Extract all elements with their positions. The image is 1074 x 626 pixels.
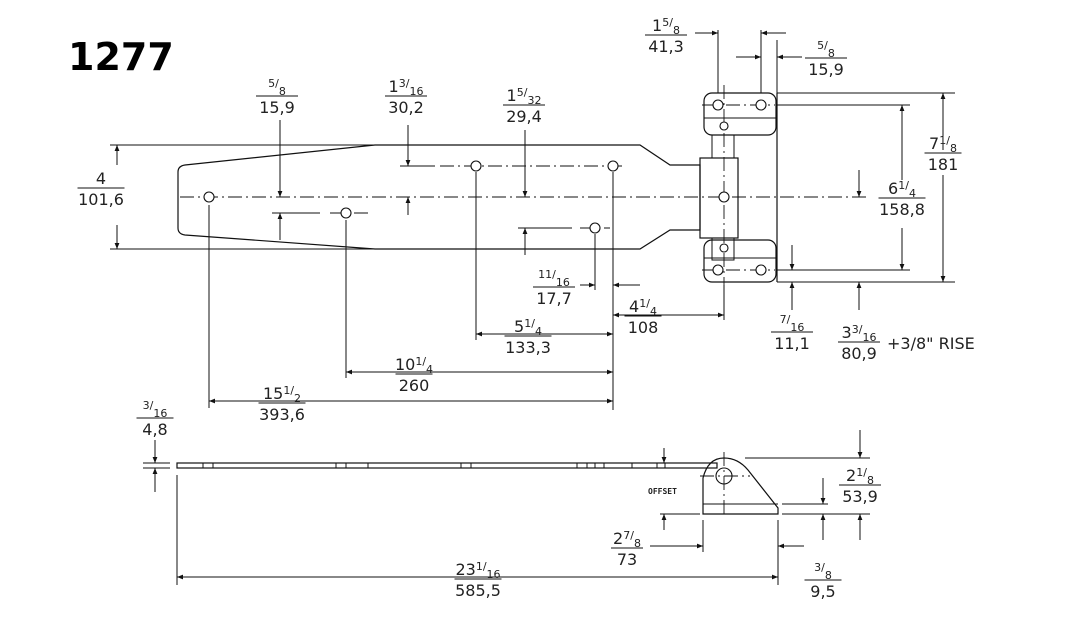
mm-value: 17,7 bbox=[536, 289, 572, 308]
inch-value: 3/8 bbox=[814, 561, 832, 582]
dim-label-mount-hole-right: 5/815,9 bbox=[805, 39, 847, 79]
mm-value: 53,9 bbox=[842, 487, 878, 506]
hole bbox=[712, 99, 724, 111]
strap-top-view bbox=[177, 92, 778, 283]
dim-label-side-height: 21/853,9 bbox=[839, 466, 881, 506]
extension-lines bbox=[110, 30, 955, 410]
hole bbox=[203, 191, 215, 203]
rise-note: +3/8" RISE bbox=[887, 334, 975, 353]
mm-value: 4,8 bbox=[142, 420, 167, 439]
mm-value: 30,2 bbox=[388, 98, 424, 117]
mm-value: 158,8 bbox=[879, 200, 925, 219]
mm-value: 11,1 bbox=[774, 334, 810, 353]
inch-value: 61/4 bbox=[888, 179, 916, 200]
mm-value: 73 bbox=[617, 550, 637, 569]
inch-value: 3/16 bbox=[143, 399, 168, 420]
inch-value: 231/16 bbox=[455, 560, 500, 581]
pivot-hole bbox=[718, 191, 730, 203]
mm-value: 108 bbox=[628, 318, 659, 337]
dim-label-side-base: 27/873 bbox=[611, 529, 643, 569]
mm-value: 41,3 bbox=[648, 37, 684, 56]
inch-value: 27/8 bbox=[613, 529, 641, 550]
mm-value: 9,5 bbox=[810, 582, 835, 601]
side-dimension-lines bbox=[143, 430, 870, 585]
inch-value: 33/16 bbox=[842, 323, 877, 344]
mm-value: 585,5 bbox=[455, 581, 501, 600]
inch-value: 11/16 bbox=[538, 268, 570, 289]
mm-value: 133,3 bbox=[505, 338, 551, 357]
inch-value: 21/8 bbox=[846, 466, 874, 487]
inch-value: 15/32 bbox=[507, 86, 542, 107]
mm-value: 260 bbox=[399, 376, 430, 395]
dim-label-thickness: 3/164,8 bbox=[136, 399, 174, 439]
hole bbox=[607, 160, 619, 172]
hole bbox=[470, 160, 482, 172]
dim-label-strap-width: 4 101,6 bbox=[77, 169, 125, 209]
hole bbox=[712, 264, 724, 276]
inch-value: 71/8 bbox=[929, 134, 957, 155]
mm-value: 101,6 bbox=[78, 190, 124, 209]
pin bbox=[719, 243, 729, 253]
pin bbox=[719, 121, 729, 131]
dim-label-side-step: 3/89,5 bbox=[804, 561, 842, 601]
mm-value: 393,6 bbox=[259, 405, 305, 424]
dimension-arrows bbox=[114, 30, 946, 404]
dim-label-holes-top: 5/815,9 bbox=[256, 77, 298, 117]
mounting-holes bbox=[203, 99, 767, 276]
mm-value: 181 bbox=[928, 155, 959, 174]
hole bbox=[755, 264, 767, 276]
hole bbox=[755, 99, 767, 111]
inch-value: 15/8 bbox=[652, 16, 680, 37]
strap-side-view bbox=[176, 452, 779, 518]
inch-value: 5/8 bbox=[268, 77, 286, 98]
inch-value: 101/4 bbox=[395, 355, 433, 376]
inch-value: 41/4 bbox=[629, 297, 657, 318]
inch-value: 5/8 bbox=[817, 39, 835, 60]
part-number: 1277 bbox=[68, 35, 174, 79]
mm-value: 15,9 bbox=[808, 60, 844, 79]
mm-value: 29,4 bbox=[506, 107, 542, 126]
inch-value: 4 bbox=[96, 169, 106, 188]
mm-value: 15,9 bbox=[259, 98, 295, 117]
mm-value: 80,9 bbox=[841, 344, 877, 363]
offset-label: OFFSET bbox=[648, 487, 677, 496]
inch-value: 7/16 bbox=[780, 313, 805, 334]
hole bbox=[340, 207, 352, 219]
inch-value: 13/16 bbox=[389, 77, 424, 98]
inch-value: 151/2 bbox=[263, 384, 301, 405]
inch-value: 51/4 bbox=[514, 317, 542, 338]
hole bbox=[589, 222, 601, 234]
dim-label-mount-hole-left: 15/841,3 bbox=[645, 16, 687, 56]
